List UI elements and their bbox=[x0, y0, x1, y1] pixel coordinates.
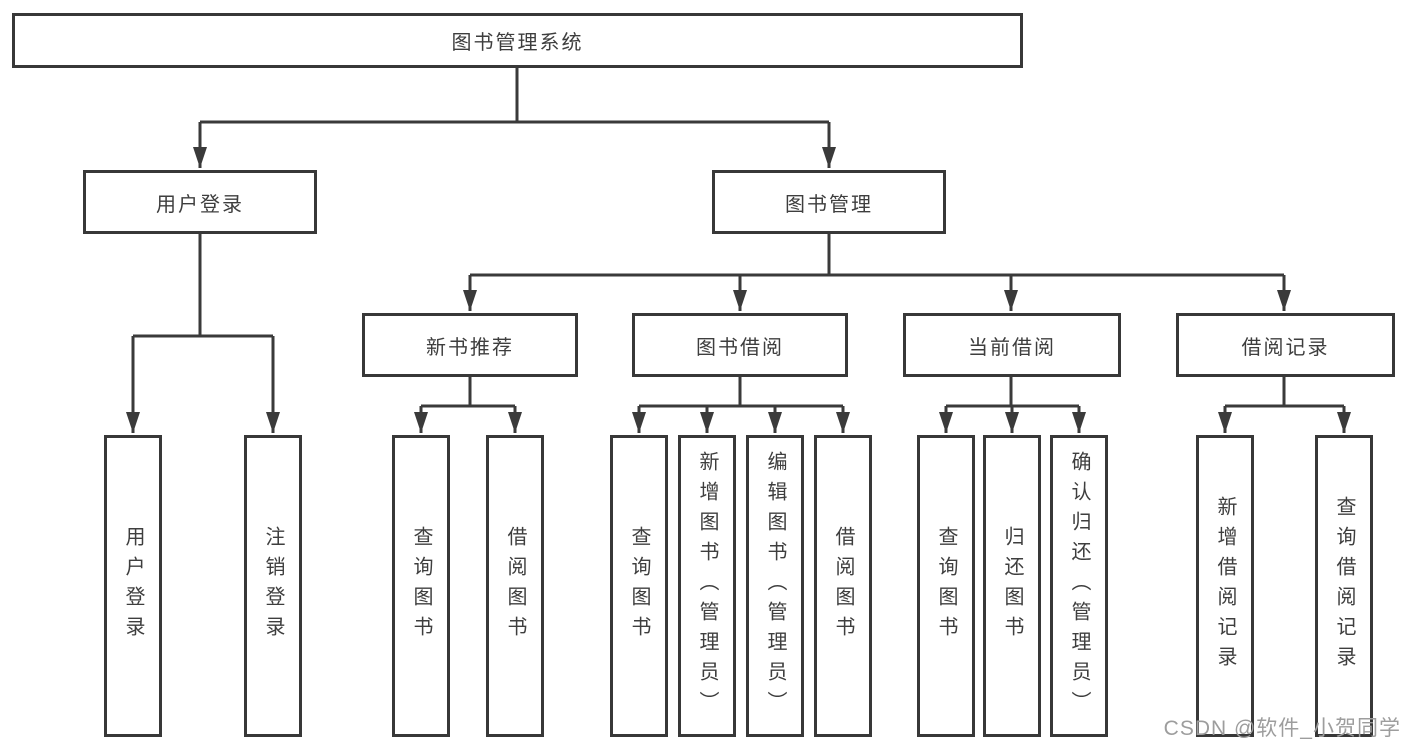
node-book-borrow-label: 图书借阅 bbox=[696, 336, 784, 359]
leaf-add-book-admin-label: 新增图书（管理员） bbox=[696, 451, 718, 721]
leaf-user-login: 用户登录 bbox=[104, 435, 162, 737]
leaf-query-book-borrow-label: 查询图书 bbox=[628, 526, 650, 646]
connector-records-split bbox=[1225, 377, 1344, 408]
node-user-login: 用户登录 bbox=[83, 170, 317, 234]
watermark: CSDN @软件_小贺同学 bbox=[1163, 717, 1401, 740]
connector-newrec-split bbox=[421, 377, 515, 408]
node-borrow-records: 借阅记录 bbox=[1176, 313, 1395, 377]
leaf-query-borrow-record: 查询借阅记录 bbox=[1315, 435, 1373, 737]
leaf-query-book-current: 查询图书 bbox=[917, 435, 975, 737]
leaf-query-book-borrow: 查询图书 bbox=[610, 435, 668, 737]
leaf-query-book-current-label: 查询图书 bbox=[935, 526, 957, 646]
node-root-label: 图书管理系统 bbox=[451, 32, 584, 54]
leaf-query-borrow-record-label: 查询借阅记录 bbox=[1333, 496, 1355, 676]
leaf-confirm-return-admin-label: 确认归还（管理员） bbox=[1068, 451, 1090, 721]
connector-current-split bbox=[946, 377, 1079, 408]
leaf-logout: 注销登录 bbox=[244, 435, 302, 737]
leaf-confirm-return-admin: 确认归还（管理员） bbox=[1050, 435, 1108, 737]
node-book-management-label: 图书管理 bbox=[785, 193, 873, 216]
leaf-query-book-recommend-label: 查询图书 bbox=[410, 526, 432, 646]
connector-root-split bbox=[200, 68, 829, 124]
leaf-borrow-book-label: 借阅图书 bbox=[832, 526, 854, 646]
connector-borrow-split bbox=[639, 377, 843, 408]
leaf-borrow-book-recommend: 借阅图书 bbox=[486, 435, 544, 737]
node-new-book-recommend-label: 新书推荐 bbox=[426, 336, 514, 359]
leaf-query-book-recommend: 查询图书 bbox=[392, 435, 450, 737]
leaf-borrow-book: 借阅图书 bbox=[814, 435, 872, 737]
node-current-borrow-label: 当前借阅 bbox=[968, 336, 1056, 359]
leaf-add-borrow-record: 新增借阅记录 bbox=[1196, 435, 1254, 737]
connector-user-split bbox=[133, 234, 273, 338]
leaf-edit-book-admin-label: 编辑图书（管理员） bbox=[764, 451, 786, 721]
node-current-borrow: 当前借阅 bbox=[903, 313, 1121, 377]
node-book-management: 图书管理 bbox=[712, 170, 946, 234]
leaf-add-borrow-record-label: 新增借阅记录 bbox=[1214, 496, 1236, 676]
leaf-logout-label: 注销登录 bbox=[262, 526, 284, 646]
node-user-login-label: 用户登录 bbox=[156, 193, 244, 216]
node-new-book-recommend: 新书推荐 bbox=[362, 313, 578, 377]
connector-mgmt-split bbox=[470, 234, 1284, 277]
leaf-add-book-admin: 新增图书（管理员） bbox=[678, 435, 736, 737]
node-root: 图书管理系统 bbox=[12, 13, 1023, 68]
leaf-return-book: 归还图书 bbox=[983, 435, 1041, 737]
node-book-borrow: 图书借阅 bbox=[632, 313, 848, 377]
leaf-return-book-label: 归还图书 bbox=[1001, 526, 1023, 646]
node-borrow-records-label: 借阅记录 bbox=[1241, 336, 1330, 359]
leaf-user-login-label: 用户登录 bbox=[122, 526, 144, 646]
leaf-borrow-book-recommend-label: 借阅图书 bbox=[504, 526, 526, 646]
leaf-edit-book-admin: 编辑图书（管理员） bbox=[746, 435, 804, 737]
